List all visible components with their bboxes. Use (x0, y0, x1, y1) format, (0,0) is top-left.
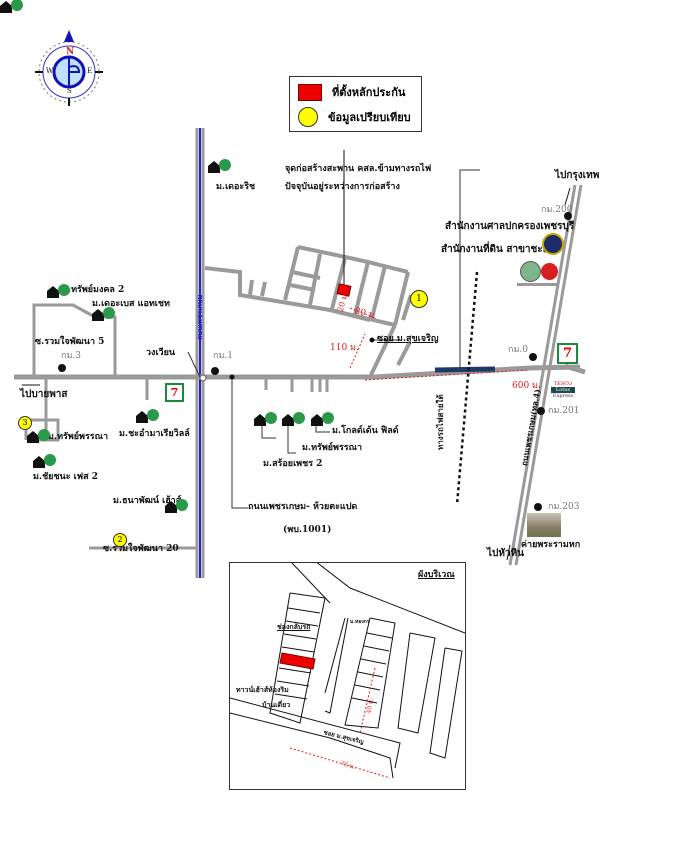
village-golden-field: ม.โกลด์เด้น ฟิลด์ (332, 426, 399, 436)
main-road (14, 363, 586, 380)
village-sapmongkol-2: ม.ทรัพย์มงคล 2 (62, 285, 125, 295)
road-stub (517, 283, 559, 286)
west-roads (24, 303, 197, 550)
km-1: กม.1 (213, 351, 233, 361)
comparison-swatch (298, 107, 318, 127)
comparison-marker-3[interactable]: 3 (18, 416, 32, 430)
compass-w: W (46, 67, 54, 75)
comparison-marker-1[interactable]: 1 (410, 290, 428, 308)
inset-townhouse-label: ทาวน์เฮ้าส์ห้องริม (236, 685, 289, 694)
court-label: สำนักงานศาลปกครองเพชรบุรี (445, 221, 575, 232)
railway-line (455, 271, 479, 506)
phetkasem-road (508, 184, 583, 566)
to-bypass-label: ไปบายพาส (20, 389, 68, 400)
dist-600: 600 ม. (512, 381, 541, 391)
site-plan-drawing (230, 563, 465, 779)
inset-detached-label: บ้านเดี่ยว (262, 700, 291, 709)
km-200: กม.200 (541, 205, 573, 215)
south-branch-roads (264, 378, 329, 392)
village-thanapat: ม.ธนาพัฒน์ เฮ้าส์ (113, 496, 182, 506)
seal-icon (520, 261, 541, 282)
camp-photo (527, 513, 561, 537)
to-huahin-label: ไปหัวหิน (487, 548, 525, 559)
village-chaichana-2: ม.ชัยชนะ เฟส 2 (33, 472, 99, 482)
village-sappanna: ม.ทรัพย์พรรณา (302, 443, 363, 453)
km-201: กม.201 (548, 406, 580, 416)
compass-rose (35, 30, 103, 106)
compass-e: E (87, 67, 93, 75)
subdivision-roads (204, 245, 413, 378)
inset-title: ผังบริเวณ (418, 570, 455, 580)
camp-label: ค่ายพระรามหก (521, 540, 581, 550)
soi-sukcharoen-label: ซอย ม.สุขเจริญ (377, 334, 439, 344)
map-legend: ที่ตั้งหลักประกัน ข้อมูลเปรียบเทียบ (289, 76, 422, 132)
collateral-swatch (298, 83, 322, 101)
distance-lines (349, 307, 529, 381)
legend-comparison-label: ข้อมูลเปรียบเทียบ (328, 111, 411, 124)
inset-subject-label: ช่องกลับรถ (277, 622, 311, 631)
lotus-mid: Lotus (551, 387, 575, 393)
soi-ruamjai-20: ซ.รวมใจพัฒนา 20 (103, 544, 179, 554)
to-bangkok-label: ไปกรุงเทพ (555, 170, 600, 181)
village-soipet-2: ม.สร้อยเพชร 2 (263, 459, 323, 469)
subject-plot (279, 652, 316, 670)
dist-110: 110 ม. (330, 343, 359, 353)
seven-eleven-icon: 7 (557, 343, 578, 364)
legend-collateral-label: ที่ตั้งหลักประกัน (332, 86, 406, 99)
km-dots (58, 212, 572, 511)
road-code: (พบ.1001) (283, 525, 332, 535)
km-3: กม.3 (61, 351, 81, 361)
highway-side-label: ถนนเพชรเกษม (195, 294, 204, 340)
soi-ruamjai-5: ซ.รวมใจพัฒนา 5 (35, 337, 105, 347)
highway-vertical (195, 128, 205, 578)
site-plan-inset: ผังบริเวณ ช่องกลับรถ ทาวน์เฮ้าส์ห้องริม … (229, 562, 466, 790)
land-office-label: สำนักงานที่ดิน สาขาชะอำ (441, 244, 555, 255)
compass-s: S (67, 87, 72, 95)
lotus-bot: Express (552, 393, 574, 399)
village-chaam-maria: ม.ชะอำมาเรียวิลล์ (119, 429, 190, 439)
coca-cola-icon (541, 263, 558, 280)
inset-village-tag: ม.ทองกร (350, 619, 370, 625)
comparison-marker-2[interactable]: 2 (113, 533, 127, 547)
court-emblem-icon (542, 233, 564, 255)
lotus-top: TESCO (553, 381, 573, 387)
road-phetkasem-huaytapet: ถนนเพชรเกษม- ห้วยตะแปด (248, 502, 358, 512)
compass-n: N (66, 47, 75, 57)
roundabout-icon (199, 374, 207, 382)
construction-note-2: ปัจจุบันอยู่ระหว่างการก่อสร้าง (285, 182, 400, 192)
village-the-rich: ม.เดอะริช (216, 182, 256, 192)
construction-note-1: จุดก่อสร้างสะพาน คสล.ข้ามทางรถไฟ (285, 164, 432, 174)
railway-label: ทางรถไฟสายใต้ (435, 394, 445, 450)
seven-eleven-icon-west: 7 (165, 383, 184, 402)
km-203: กม.203 (548, 502, 580, 512)
village-sappanna-west: ม.ทรัพย์พรรณา (48, 432, 109, 442)
lotus-express-logo: TESCO Lotus Express (551, 381, 575, 399)
collateral-marker[interactable] (336, 283, 352, 297)
railway-bridge (434, 366, 496, 373)
km-0: กม.0 (508, 345, 528, 355)
roundabout-label: วงเวียน (146, 348, 176, 358)
village-the-base: ม.เดอะเบส แอทเชท (92, 299, 170, 309)
